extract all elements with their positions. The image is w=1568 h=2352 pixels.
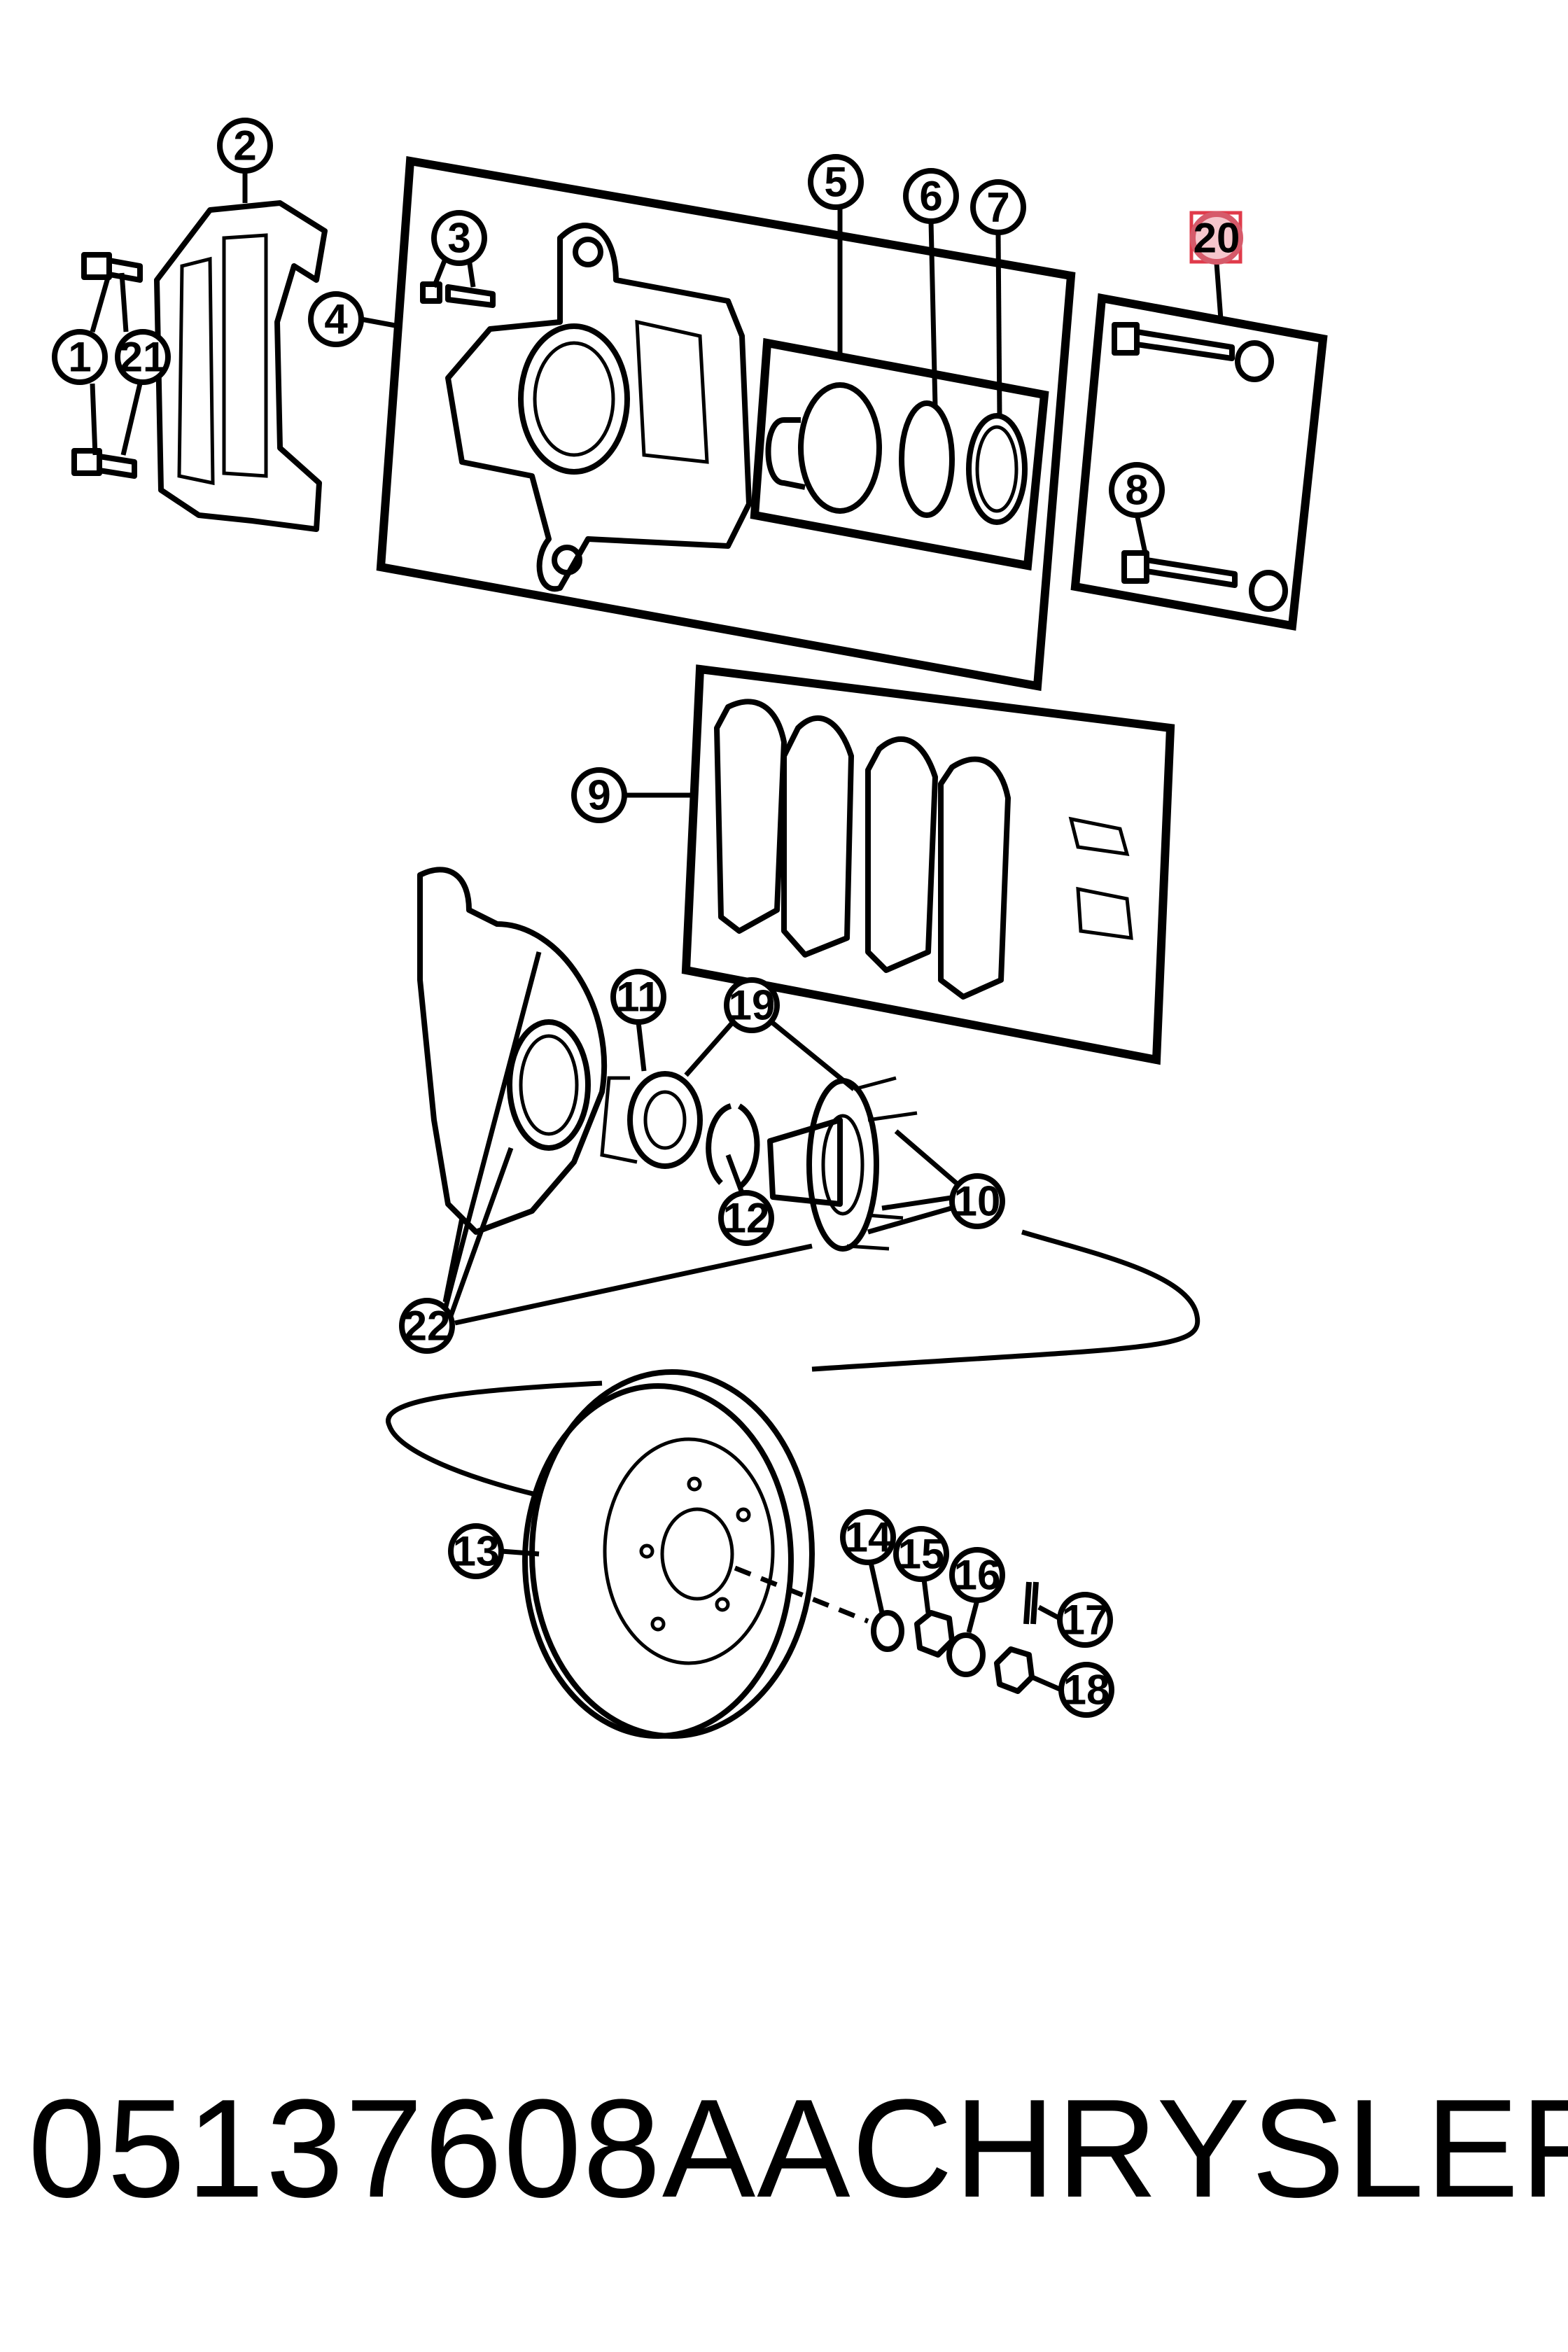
svg-text:19: 19 <box>729 982 776 1029</box>
caliper-frame <box>376 155 1076 692</box>
callout-21: 21 <box>115 329 171 385</box>
svg-text:8: 8 <box>1125 467 1148 514</box>
callout-4: 4 <box>308 291 364 347</box>
brake-pad-frame <box>681 664 1175 1065</box>
wheel-bearing-drawing <box>600 1071 703 1169</box>
piston-seal-drawing <box>966 413 1028 525</box>
piston-drawing <box>765 382 882 514</box>
nut-lock-drawing <box>994 1646 1035 1694</box>
svg-text:14: 14 <box>845 1514 892 1561</box>
washer-drawing <box>871 1610 904 1652</box>
callout-10: 10 <box>949 1173 1005 1229</box>
callout-20[interactable]: 20 <box>1190 211 1243 265</box>
exploded-parts-diagram: 1 2 3 4 5 6 7 8 9 10 11 12 13 14 15 16 1… <box>52 118 1328 1739</box>
svg-text:18: 18 <box>1063 1667 1110 1714</box>
leader-lines <box>90 171 1224 1693</box>
callout-22: 22 <box>399 1298 455 1354</box>
callout-1: 1 <box>52 329 108 385</box>
callout-17: 17 <box>1057 1592 1113 1648</box>
svg-text:6: 6 <box>919 173 942 220</box>
piston-seal-frame <box>750 337 1049 571</box>
svg-text:3: 3 <box>447 215 470 262</box>
callout-14: 14 <box>840 1509 896 1565</box>
svg-text:10: 10 <box>954 1178 1001 1225</box>
bleeder-screw-drawing <box>420 281 496 308</box>
caliper-adapter-drawing <box>154 200 328 532</box>
cotter-pin-drawing <box>1023 1581 1039 1625</box>
svg-text:22: 22 <box>404 1303 451 1350</box>
snap-ring-drawing <box>706 1103 760 1190</box>
svg-text:2: 2 <box>233 122 256 169</box>
callout-11: 11 <box>610 969 666 1025</box>
svg-text:7: 7 <box>986 184 1009 231</box>
callout-5: 5 <box>808 154 864 210</box>
callout-6: 6 <box>903 168 959 224</box>
brand-name: CHRYSLER <box>851 2071 1568 2227</box>
svg-text:12: 12 <box>723 1195 770 1242</box>
callout-18: 18 <box>1058 1662 1114 1718</box>
upper-guide-pin-drawing <box>1112 322 1274 382</box>
svg-text:15: 15 <box>898 1531 945 1578</box>
svg-text:5: 5 <box>824 159 847 206</box>
callout-16: 16 <box>949 1547 1005 1603</box>
svg-text:20: 20 <box>1194 215 1240 262</box>
svg-text:1: 1 <box>68 334 91 381</box>
guide-pin-frame <box>1070 293 1328 631</box>
piston-boot-drawing <box>899 400 955 518</box>
callout-9: 9 <box>571 767 627 823</box>
footer-caption: 05137608AA CHRYSLER <box>28 2071 1568 2227</box>
callout-3: 3 <box>431 210 487 266</box>
callout-19: 19 <box>724 977 780 1033</box>
callout-7: 7 <box>970 179 1026 235</box>
steering-knuckle-drawing <box>417 867 608 1235</box>
svg-text:9: 9 <box>587 772 610 819</box>
callout-15: 15 <box>893 1526 949 1582</box>
piston-seal-inner-drawing <box>975 425 1018 513</box>
svg-text:17: 17 <box>1062 1597 1109 1644</box>
spring-washer-drawing <box>946 1632 986 1677</box>
hub-nut-drawing <box>914 1610 955 1658</box>
svg-text:11: 11 <box>616 974 660 1021</box>
callout-12: 12 <box>718 1190 774 1246</box>
svg-text:4: 4 <box>324 296 348 343</box>
callout-8: 8 <box>1109 462 1165 518</box>
caliper-housing-drawing <box>445 223 752 592</box>
callout-2: 2 <box>217 118 273 174</box>
brake-pads-drawing <box>714 699 1133 1000</box>
callout-13: 13 <box>448 1523 504 1579</box>
part-number: 05137608AA <box>28 2071 852 2227</box>
brake-rotor-drawing <box>522 1369 815 1739</box>
svg-text:13: 13 <box>453 1528 500 1575</box>
lower-guide-pin-drawing <box>1121 550 1288 612</box>
adapter-bolts-drawing <box>71 252 143 479</box>
svg-text:16: 16 <box>954 1552 1001 1599</box>
svg-text:21: 21 <box>120 334 167 381</box>
